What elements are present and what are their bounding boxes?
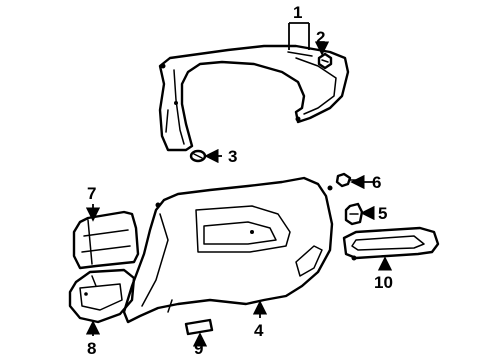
screw-part-6 [335,172,357,188]
callout-3: 3 [228,147,237,166]
hook-part-5 [344,202,364,226]
storage-tray-part-8 [68,268,136,324]
callout-8: 8 [87,339,96,358]
storage-lid-part-7 [72,210,140,270]
callout-6: 6 [372,173,381,192]
callout-10: 10 [374,273,393,292]
upper-quarter-trim-part [158,44,350,152]
callout-2: 2 [316,28,325,47]
clip-part-2 [317,52,333,70]
push-retainer-part-3 [189,149,207,163]
callout-4: 4 [254,321,264,340]
lower-quarter-trim-part [122,176,334,324]
callout-1: 1 [293,3,302,22]
callout-9: 9 [194,339,203,358]
leader-lines [85,22,393,347]
callout-5: 5 [378,204,387,223]
handle-part-10 [342,226,440,261]
callout-7: 7 [87,184,96,203]
pad-part-9 [184,318,214,336]
